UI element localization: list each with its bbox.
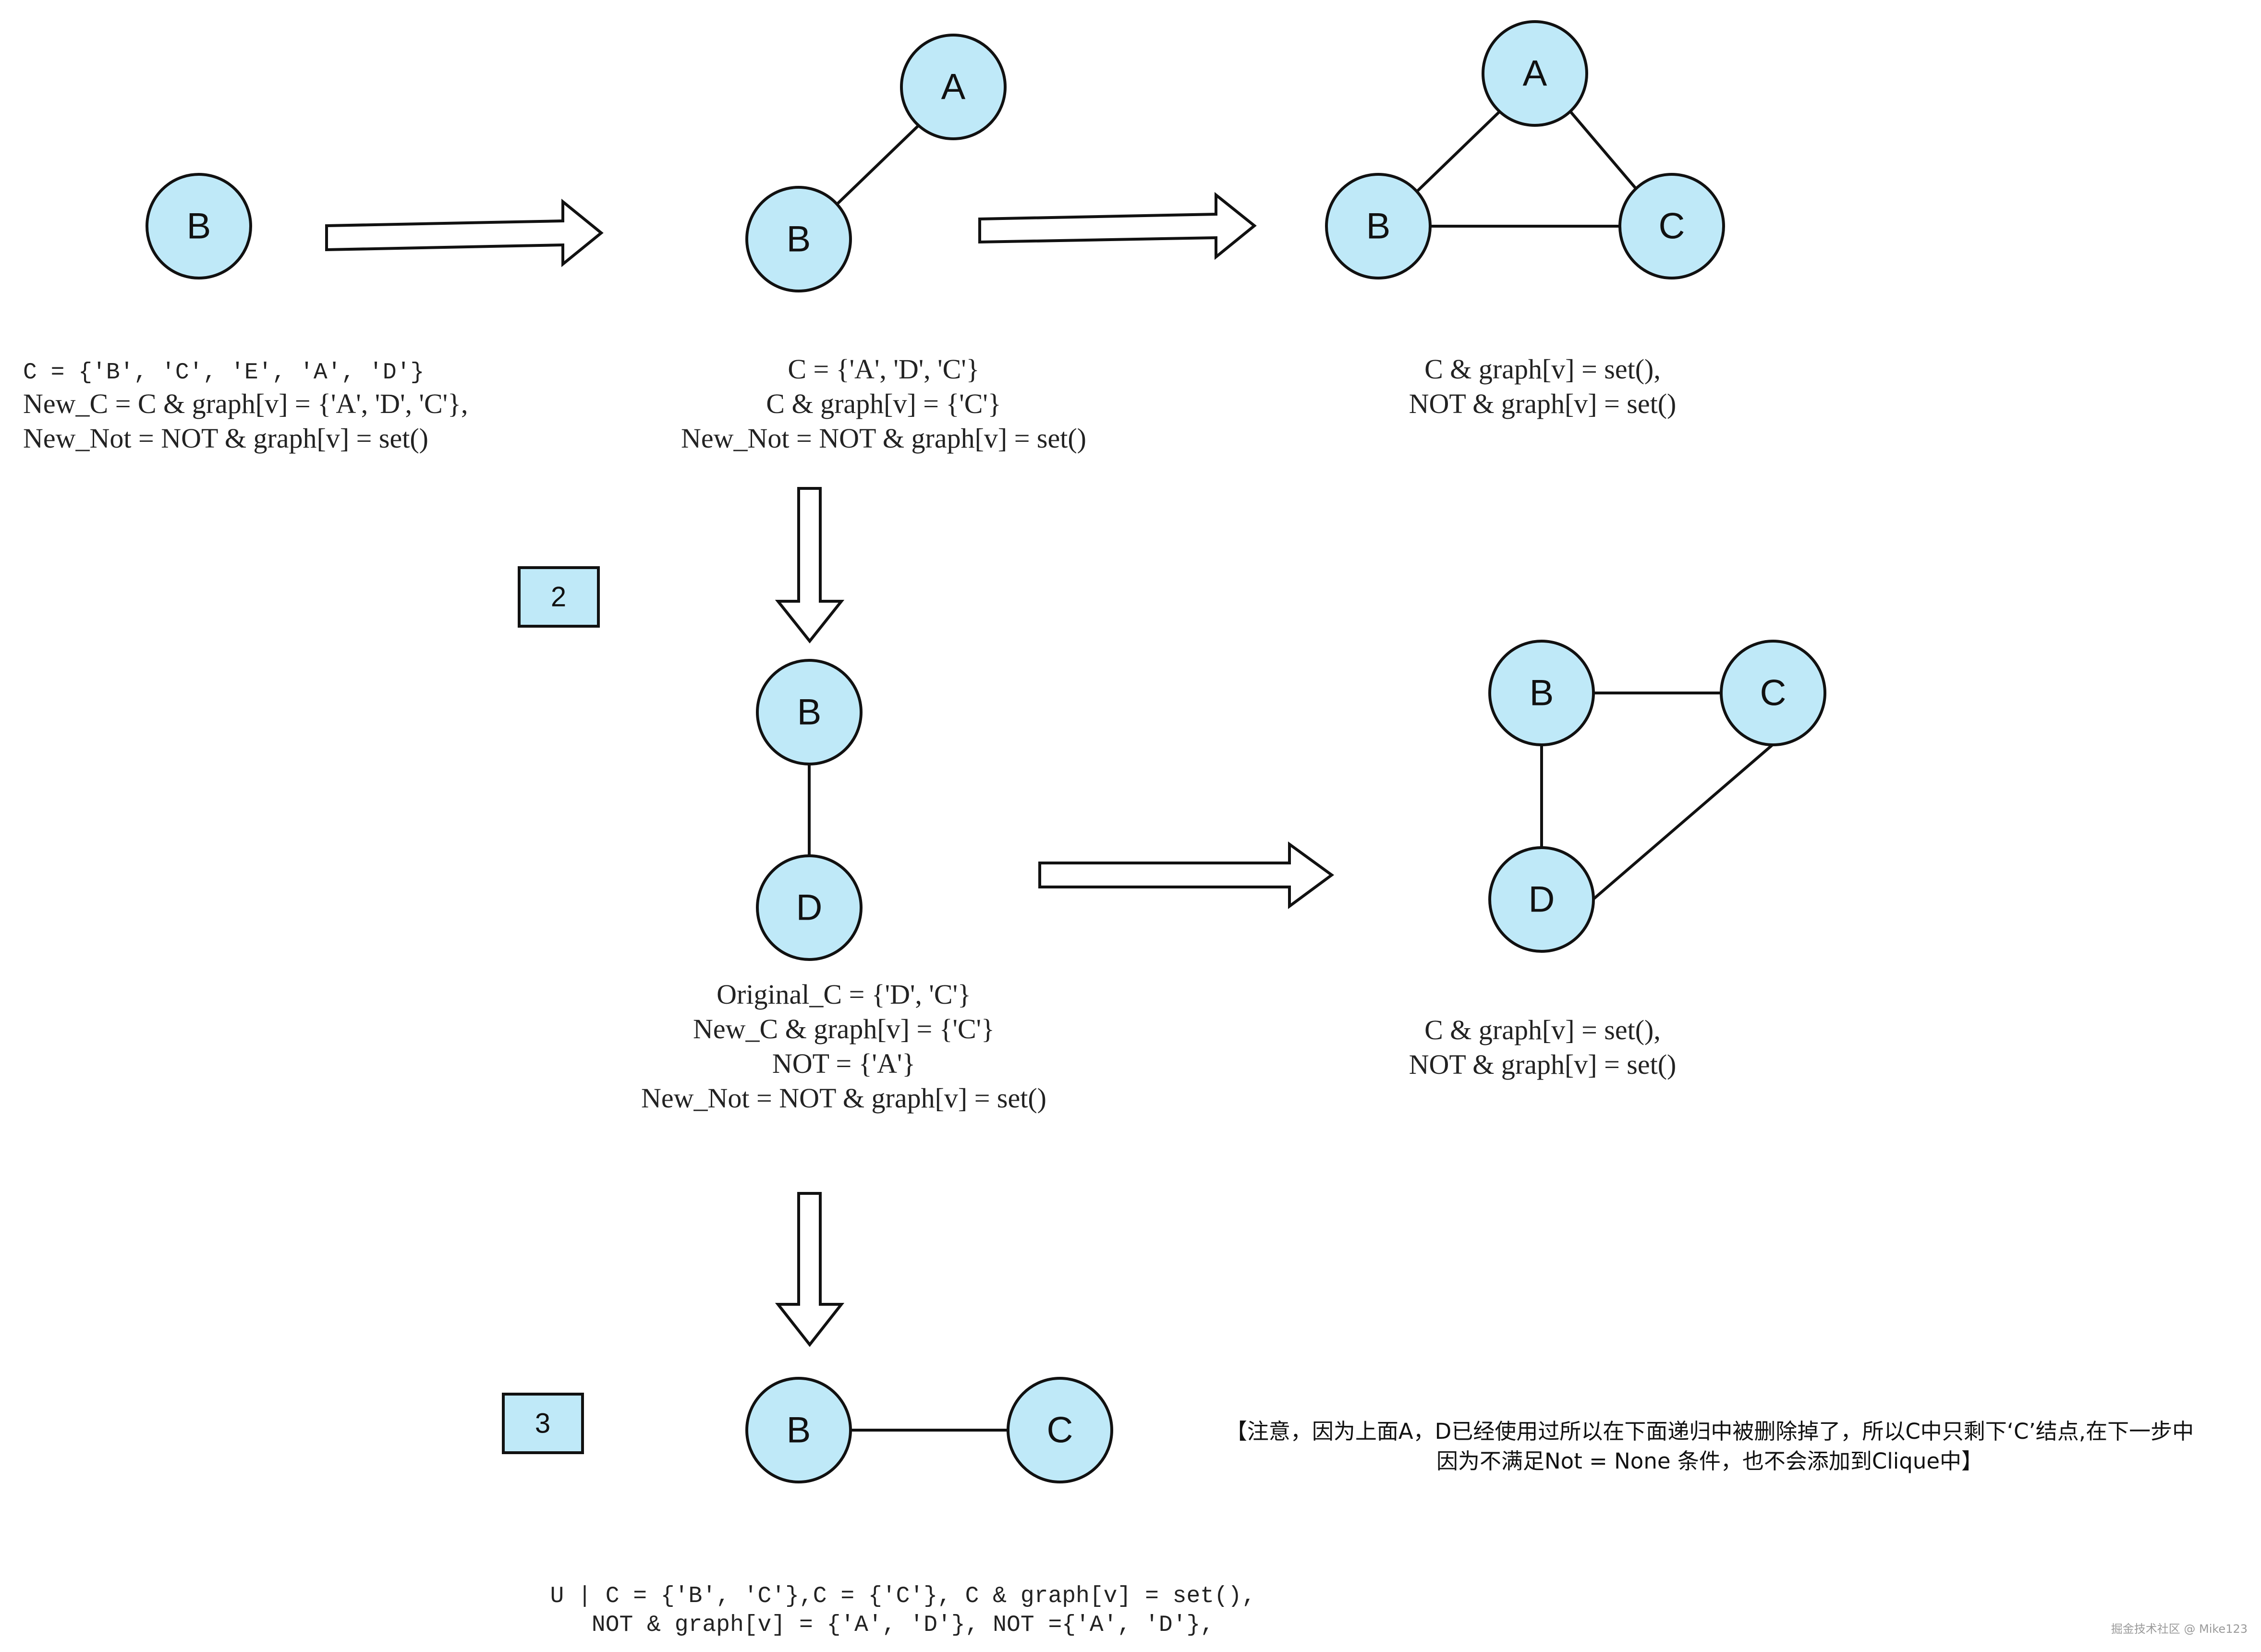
node-label: A [1523,53,1547,94]
node-label: B [1366,206,1391,247]
arrow-down-1 [775,487,845,644]
caption-step5-line1: C & graph[v] = set(), [1424,1014,1661,1045]
node-c-step5: C [1720,640,1826,746]
caption-step4-line3: NOT = {'A'} [772,1048,915,1079]
node-c-step6: C [1007,1377,1113,1483]
node-label: B [787,1410,811,1451]
node-label: C [1760,673,1787,714]
caption-step3-line1: C & graph[v] = set(), [1424,353,1661,385]
node-label: B [1530,673,1554,714]
caption-step4-line4: New_Not = NOT & graph[v] = set() [641,1082,1046,1114]
node-label: B [797,692,822,733]
node-b-step1: B [146,173,252,279]
caption-step4-line2: New_C & graph[v] = {'C'} [693,1013,995,1045]
caption-step1-line3: New_Not = NOT & graph[v] = set() [23,423,428,454]
edge-a-b-step3 [1414,109,1502,194]
caption-step4-line1: Original_C = {'D', 'C'} [717,979,971,1010]
node-label: D [796,887,823,928]
edge-c-d-step5 [1592,743,1774,901]
caption-step6-line2: NOT & graph[v] = {'A', 'D'}, NOT ={'A', … [592,1612,1214,1638]
caption-step2-line2: C & graph[v] = {'C'} [766,388,1001,419]
node-label: A [941,67,966,108]
node-a-step3: A [1482,20,1588,127]
caption-step2-line1: C = {'A', 'D', 'C'} [788,353,979,385]
node-d-step5: D [1488,846,1595,953]
caption-step2-line3: New_Not = NOT & graph[v] = set() [681,423,1086,454]
node-label: B [187,206,211,247]
note-line2: 因为不满足Not = None 条件，也不会添加到Clique中】 [1436,1448,1983,1474]
node-label: D [1529,879,1555,920]
caption-step1-line1: C = {'B', 'C', 'E', 'A', 'D'} [23,360,424,386]
node-b-step4: B [756,659,863,765]
node-b-step2: B [745,186,852,292]
badge-step-2: 2 [518,566,600,628]
node-label: C [1659,206,1685,247]
edge-a-c-step3 [1568,109,1640,192]
arrow-right-2 [978,192,1257,260]
node-d-step4: D [756,854,863,961]
badge-step-3: 3 [502,1393,584,1454]
caption-step3-line2: NOT & graph[v] = set() [1409,388,1677,419]
caption-step6-line1: U | C = {'B', 'C'},C = {'C'}, C & graph[… [550,1583,1255,1609]
note-line1: 【注意，因为上面A，D已经使用过所以在下面递归中被删除掉了，所以C中只剩下‘C’… [1226,1419,2194,1444]
edge-b-a-step2 [836,123,921,205]
arrow-right-3 [1038,841,1335,909]
badge-label: 3 [535,1408,550,1439]
caption-step5-line2: NOT & graph[v] = set() [1409,1049,1677,1080]
node-b-step5: B [1488,640,1595,746]
node-a-step2: A [900,34,1007,140]
arrow-right-1 [325,198,604,267]
badge-label: 2 [551,582,566,613]
arrow-down-2 [775,1192,845,1347]
node-c-step3: C [1618,173,1725,279]
node-b-step6: B [745,1377,852,1483]
node-label: B [787,219,811,260]
watermark: 掘金技术社区 @ Mike123 [2111,1622,2248,1636]
node-b-step3: B [1325,173,1432,279]
caption-step1-line2: New_C = C & graph[v] = {'A', 'D', 'C'}, [23,388,468,419]
node-label: C [1047,1410,1073,1451]
